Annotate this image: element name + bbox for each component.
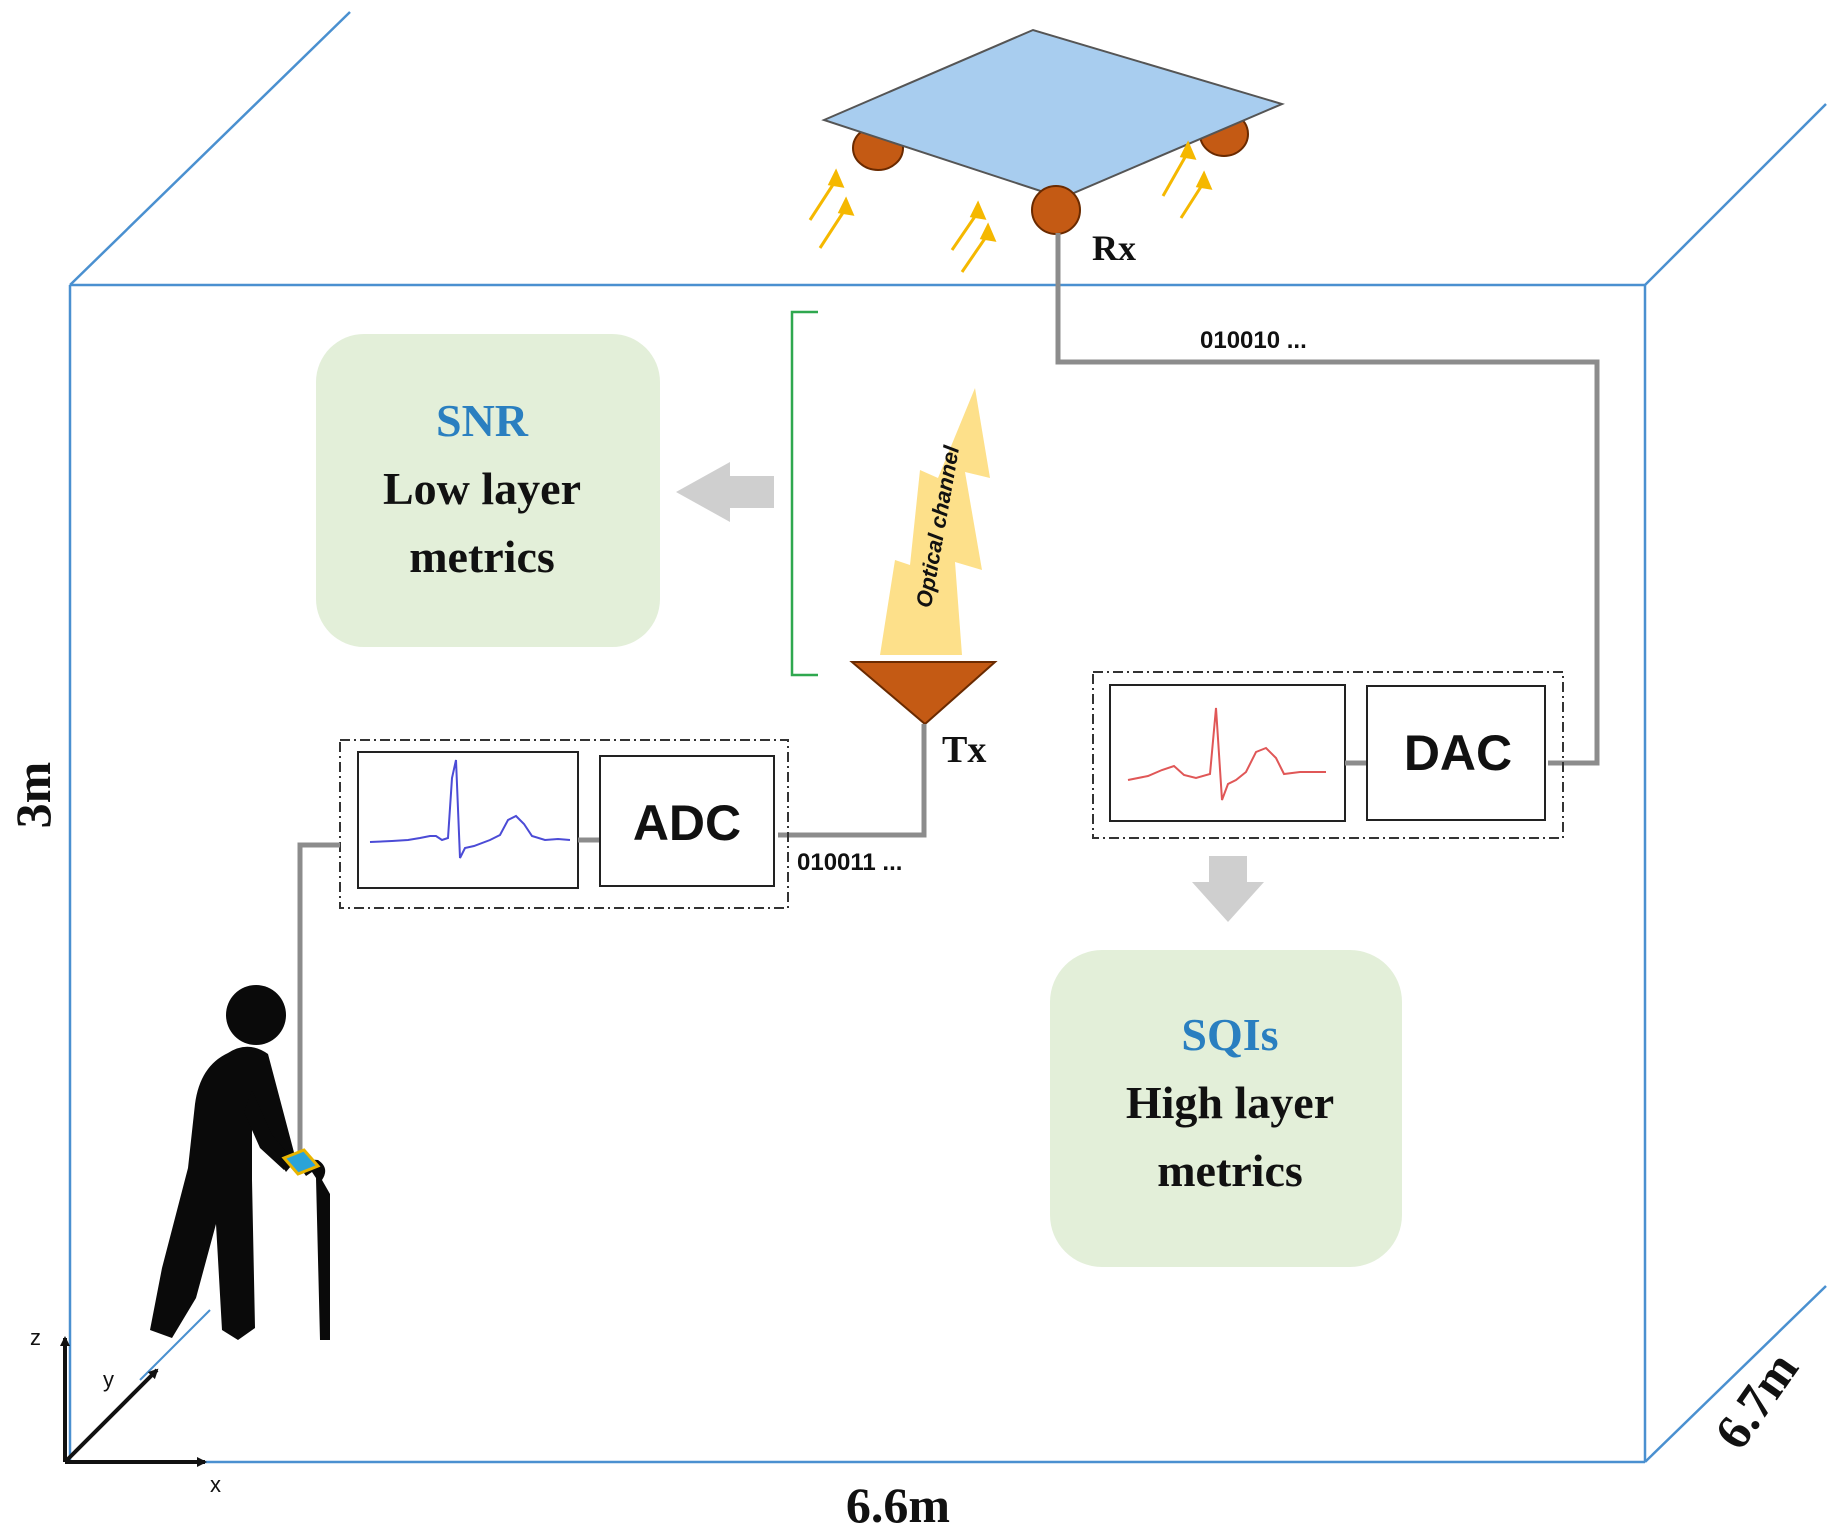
rx-bitstream: 010010 ... <box>1200 327 1307 354</box>
down-arrow-icon <box>1192 856 1264 922</box>
dac-block <box>1366 685 1546 821</box>
height-dimension-label: 3m <box>5 762 61 829</box>
dac-module-frame <box>1092 671 1564 839</box>
light-arrow-icon <box>960 222 997 273</box>
tx-bitstream: 010011 ... <box>797 849 902 876</box>
ecg-tx-panel <box>357 751 579 889</box>
low-layer-line1: Low layer <box>383 463 581 514</box>
dac-label: DAC <box>1404 725 1512 781</box>
low-layer-line2: metrics <box>409 531 555 582</box>
elderly-person-icon <box>150 985 330 1340</box>
adc-label: ADC <box>633 795 741 851</box>
y-axis-label: y <box>103 1367 114 1392</box>
ecg-tx-trace <box>369 759 571 859</box>
light-arrow-icon <box>1161 140 1197 197</box>
ecg-rx-panel <box>1109 684 1346 822</box>
coordinate-axes <box>60 1336 207 1467</box>
adc-to-tx-wire <box>778 724 927 838</box>
high-layer-metrics-box <box>1050 950 1402 1267</box>
light-arrow-icon <box>950 200 987 251</box>
optical-channel-beam <box>880 388 990 655</box>
light-arrow-icon <box>1179 170 1213 219</box>
ecg-rx-trace <box>1127 707 1326 801</box>
rx-to-dac-wire <box>1055 233 1600 766</box>
adc-module-frame <box>339 739 789 909</box>
channel-bracket <box>790 310 818 677</box>
room-edge-bottom-left-depth <box>139 1309 211 1381</box>
photodetector-rx <box>1031 185 1081 235</box>
adc-block <box>599 755 775 887</box>
x-axis-label: x <box>210 1472 221 1497</box>
snr-title: SNR <box>436 395 529 446</box>
light-arrow-icon <box>818 196 855 249</box>
light-arrow-icon <box>808 168 845 221</box>
left-arrow-icon <box>676 462 774 522</box>
room-box <box>68 11 1827 1464</box>
low-layer-metrics-box <box>316 334 660 647</box>
wearable-sensor <box>281 1148 321 1176</box>
high-layer-line1: High layer <box>1126 1077 1334 1128</box>
room-edge-bottom-right-depth <box>1644 1285 1827 1463</box>
room-edge-top-left-depth <box>69 11 351 286</box>
room-edge-top-right-depth <box>1644 103 1827 286</box>
z-axis-label: z <box>30 1325 41 1350</box>
receiver-panel <box>821 28 1285 235</box>
tx-label: Tx <box>942 729 986 771</box>
receiver-surface <box>821 28 1285 200</box>
y-axis-arrow <box>63 1368 159 1464</box>
high-layer-line2: metrics <box>1157 1145 1303 1196</box>
sqis-title: SQIs <box>1181 1009 1278 1060</box>
transmitter-tx <box>849 661 998 726</box>
wearable-to-adc-wire <box>297 842 340 1162</box>
depth-dimension-label: 6.7m <box>1703 1342 1809 1459</box>
width-dimension-label: 6.6m <box>846 1477 950 1533</box>
light-arrows <box>808 140 1213 273</box>
rx-label: Rx <box>1092 228 1136 268</box>
